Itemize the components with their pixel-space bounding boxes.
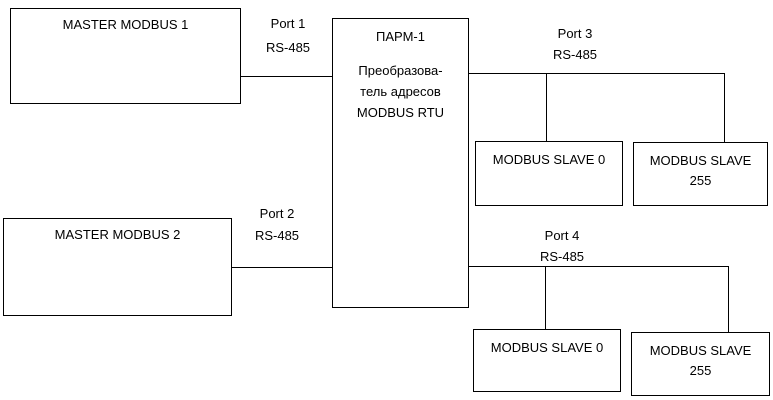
- port-3-bus: [469, 73, 725, 74]
- port-3-name: Port 3: [557, 26, 593, 41]
- master-modbus-1-box: MASTER MODBUS 1: [10, 8, 241, 104]
- port-4-bus: [469, 266, 729, 267]
- port-4-name: Port 4: [544, 228, 580, 243]
- master-modbus-2-box: MASTER MODBUS 2: [3, 218, 232, 316]
- port-4-slave-255-label-line2: 255: [689, 363, 712, 378]
- master-modbus-1-label: MASTER MODBUS 1: [62, 17, 189, 32]
- port-3-drop-slave-0: [546, 73, 547, 141]
- port-4-slave-255-label-line1: MODBUS SLAVE: [649, 343, 752, 358]
- port-4-slave-255-box: MODBUS SLAVE 255: [631, 332, 770, 396]
- port-3-slave-255-label-line2: 255: [689, 173, 712, 188]
- port-2-name: Port 2: [259, 206, 295, 221]
- port-1-line: [241, 76, 332, 77]
- port-3-slave-255-label-line1: MODBUS SLAVE: [649, 153, 752, 168]
- port-3-type: RS-485: [552, 47, 598, 62]
- port-4-drop-slave-255: [728, 266, 729, 332]
- parm-1-desc-line1: Преобразова-: [358, 63, 443, 78]
- port-4-slave-0-label: MODBUS SLAVE 0: [490, 340, 604, 355]
- port-4-type: RS-485: [539, 249, 585, 264]
- port-1-name: Port 1: [270, 16, 306, 31]
- port-2-type: RS-485: [254, 228, 300, 243]
- port-3-slave-0-box: MODBUS SLAVE 0: [475, 141, 623, 206]
- port-3-slave-0-label: MODBUS SLAVE 0: [492, 152, 606, 167]
- port-4-drop-slave-0: [545, 266, 546, 329]
- parm-1-title: ПАРМ-1: [376, 29, 425, 44]
- port-4-slave-0-box: MODBUS SLAVE 0: [473, 329, 621, 392]
- port-3-drop-slave-255: [724, 73, 725, 142]
- parm-1-desc-line3: MODBUS RTU: [356, 105, 445, 120]
- port-3-slave-255-box: MODBUS SLAVE 255: [633, 142, 768, 206]
- port-2-line: [232, 267, 332, 268]
- parm-1-box: ПАРМ-1 Преобразова- тель адресов MODBUS …: [332, 18, 469, 308]
- port-1-type: RS-485: [265, 40, 311, 55]
- parm-1-desc-line2: тель адресов: [360, 84, 441, 99]
- master-modbus-2-label: MASTER MODBUS 2: [54, 227, 181, 242]
